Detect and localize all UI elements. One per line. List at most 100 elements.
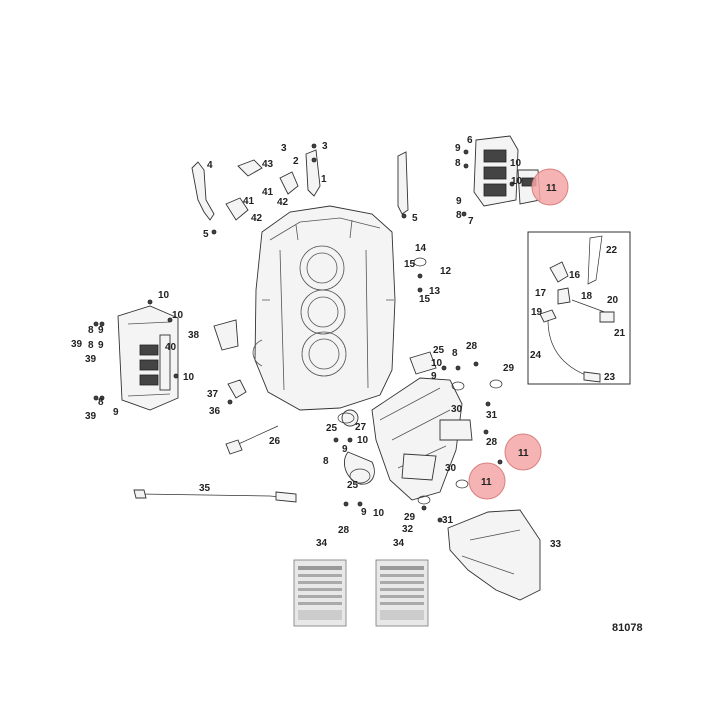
callout-label: 39: [71, 339, 83, 350]
callout-label: 9: [113, 407, 119, 418]
highlight-circle-11-upper: [531, 168, 569, 206]
callout-label: 3: [281, 143, 287, 154]
callout-label: 2: [293, 156, 299, 167]
callout-label: 10: [183, 372, 195, 383]
callout-label: 3: [322, 141, 328, 152]
callout-label: 39: [85, 354, 97, 365]
callout-label: 10: [158, 290, 170, 301]
callout-label: 21: [614, 328, 626, 339]
callout-label: 34: [316, 538, 328, 549]
callout-label: 10: [172, 310, 184, 321]
callout-label: 40: [165, 342, 177, 353]
callout-labels: 3 3 2 4 43 41 42 41 42 5 1 5 14 12 15 13…: [71, 135, 626, 550]
callout-label: 27: [355, 422, 367, 433]
callout-label: 36: [209, 406, 221, 417]
callout-label: 9: [98, 325, 104, 336]
callout-label: 43: [262, 159, 274, 170]
callout-label: 8: [455, 158, 461, 169]
callout-label: 10: [510, 158, 522, 169]
callout-label: 23: [604, 372, 616, 383]
callout-label: 39: [85, 411, 97, 422]
callout-label: 42: [277, 197, 289, 208]
highlight-circle-11-lower: [468, 462, 506, 500]
ecm-module: [117, 305, 179, 411]
callout-label: 11: [481, 477, 492, 488]
callout-label: 8: [456, 210, 462, 221]
callout-label: 42: [251, 213, 263, 224]
callout-label: 28: [466, 341, 478, 352]
callout-label: 8: [323, 456, 329, 467]
callout-label: 31: [486, 410, 498, 421]
bracket-38: [213, 319, 239, 351]
cover-33: [447, 509, 541, 601]
callout-label: 41: [262, 187, 274, 198]
lower-bracket-assembly: [341, 351, 473, 501]
callout-label: 10: [357, 435, 369, 446]
fasteners: [93, 143, 515, 523]
callout-label: 6: [467, 135, 473, 146]
callout-label: 20: [607, 295, 619, 306]
decal-34-right: [375, 559, 429, 627]
callout-label: 30: [451, 404, 463, 415]
ignition-coil-pack: [473, 135, 541, 207]
callout-label: 33: [550, 539, 562, 550]
callout-label: 4: [207, 160, 213, 171]
callout-label: 14: [415, 243, 427, 254]
callout-label: 8: [88, 325, 94, 336]
callout-label: 19: [531, 307, 543, 318]
callout-label: 25: [347, 480, 359, 491]
callout-label: 9: [455, 143, 461, 154]
callout-label: 5: [412, 213, 418, 224]
callout-label: 9: [456, 196, 462, 207]
callout-label: 8: [88, 340, 94, 351]
callout-label: 10: [431, 358, 443, 369]
callout-label: 38: [188, 330, 200, 341]
figure-number: 81078: [612, 622, 643, 634]
callout-label: 22: [606, 245, 618, 256]
callout-label: 12: [440, 266, 452, 277]
callout-label: 8: [452, 348, 458, 359]
callout-label: 24: [530, 350, 542, 361]
cylinder-block: [252, 205, 396, 411]
callout-label: 26: [269, 436, 281, 447]
callout-label: 32: [402, 524, 414, 535]
callout-label: 15: [404, 259, 416, 270]
callout-label: 28: [486, 437, 498, 448]
sensor-cable-26: [225, 425, 279, 455]
callout-label: 5: [203, 229, 209, 240]
cable-35: [133, 489, 297, 503]
callout-label: 9: [98, 340, 104, 351]
callout-label: 35: [199, 483, 211, 494]
callout-label: 11: [546, 183, 557, 194]
callout-label: 9: [342, 444, 348, 455]
callout-label: 25: [326, 423, 338, 434]
callout-label: 8: [98, 397, 104, 408]
callout-label: 25: [433, 345, 445, 356]
callout-label: 34: [393, 538, 405, 549]
callout-label: 41: [243, 196, 255, 207]
sensor-group-upper: [191, 149, 409, 221]
callout-label: 15: [419, 294, 431, 305]
callout-label: 1: [321, 174, 327, 185]
highlight-circle-11-middle: [504, 433, 542, 471]
callout-label: 29: [503, 363, 515, 374]
callout-label: 28: [338, 525, 350, 536]
callout-label: 31: [442, 515, 454, 526]
callout-label: 17: [535, 288, 547, 299]
sensor-37: [227, 379, 247, 399]
callout-label: 9: [431, 371, 437, 382]
callout-label: 18: [581, 291, 593, 302]
decal-34-left: [293, 559, 347, 627]
callout-label: 13: [429, 286, 441, 297]
callout-label: 37: [207, 389, 219, 400]
callout-label: 16: [569, 270, 581, 281]
inset-detail-box: [527, 231, 631, 385]
callout-label: 30: [445, 463, 457, 474]
highlight-circles: [468, 168, 569, 500]
callout-label: 10: [373, 508, 385, 519]
callout-label: 9: [361, 507, 367, 518]
callout-label: 7: [468, 216, 474, 227]
callout-label: 10: [511, 176, 523, 187]
callout-label: 11: [518, 448, 529, 459]
